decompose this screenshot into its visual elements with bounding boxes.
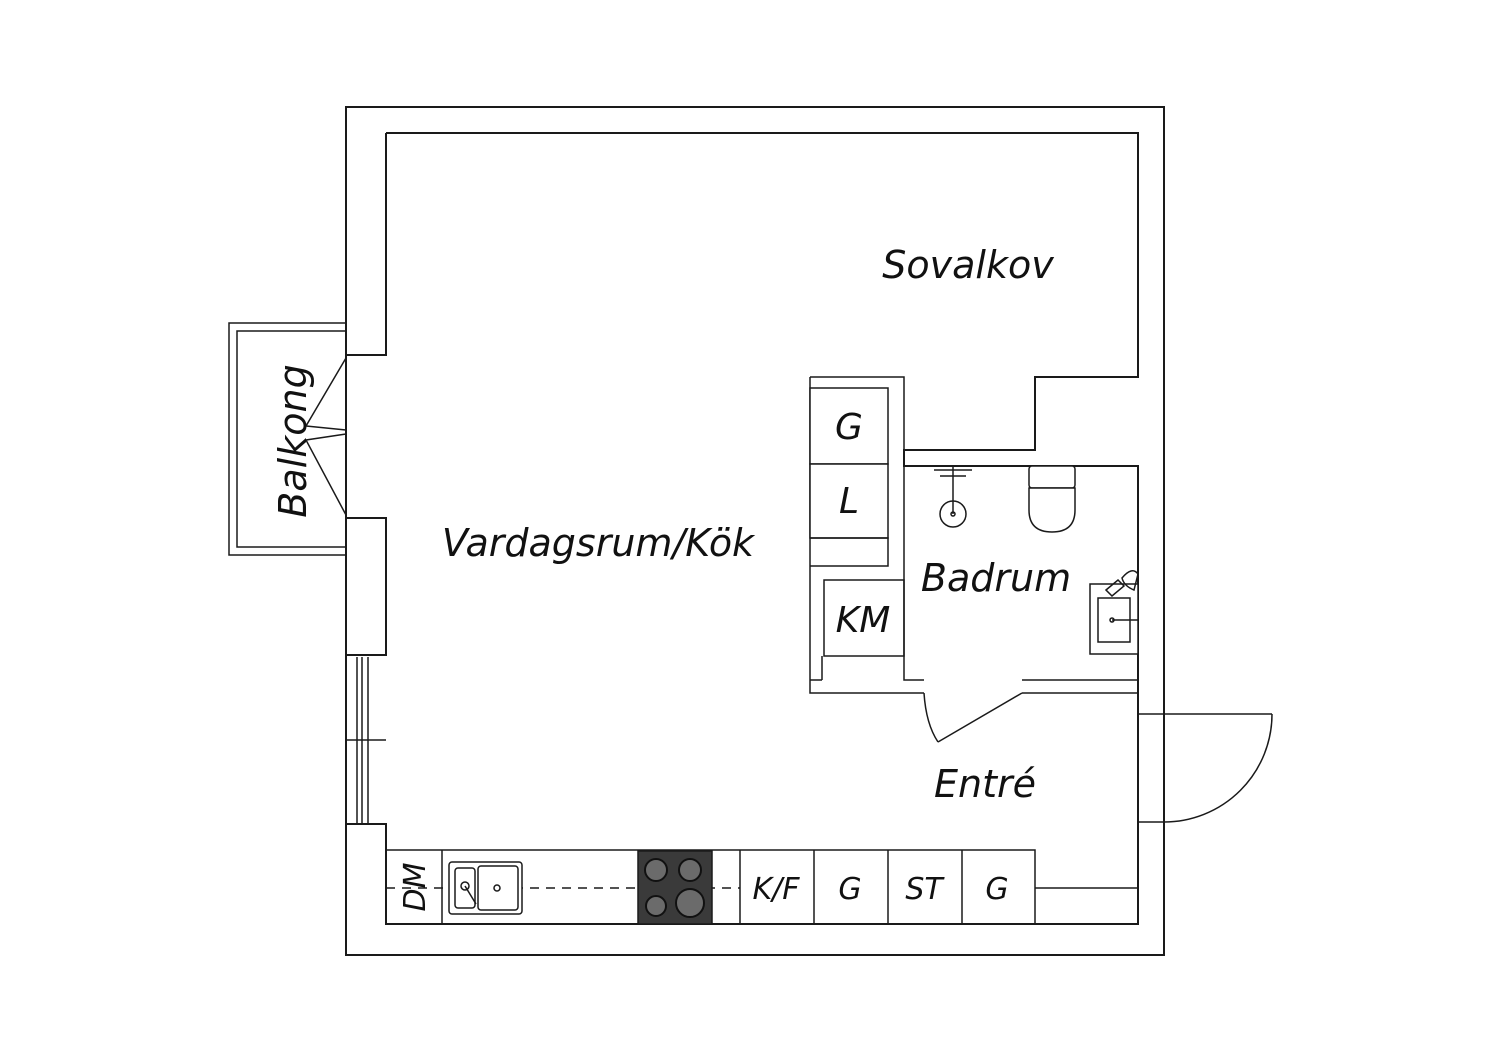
hall-closets bbox=[809, 376, 1138, 694]
kitchen-kf-label: K/F bbox=[752, 872, 800, 907]
closet-l-label: L bbox=[839, 481, 859, 522]
balcony-door-leaf-bottom bbox=[304, 433, 347, 516]
entrance-door-swing bbox=[1163, 713, 1273, 823]
kitchen-dm-label: DM bbox=[398, 862, 433, 911]
hob-icon bbox=[637, 850, 713, 925]
closet-g[interactable] bbox=[809, 387, 889, 465]
bathroom-door-swing bbox=[923, 692, 939, 743]
kitchen-st-label: ST bbox=[905, 872, 945, 907]
balcony-door-leaf-top bbox=[304, 357, 347, 431]
closet-shelf bbox=[810, 537, 889, 567]
bathroom-door-leaf bbox=[937, 692, 1023, 743]
closet-km-label: KM bbox=[836, 600, 891, 641]
closet-g-label: G bbox=[835, 407, 863, 448]
balcony bbox=[228, 322, 347, 556]
room-label-entre: Entré bbox=[934, 762, 1036, 806]
outer-wall bbox=[345, 106, 1165, 956]
kitchen-counter bbox=[386, 849, 1138, 924]
shower-head-icon bbox=[939, 500, 967, 528]
kitchen-g1-label: G bbox=[838, 872, 861, 907]
room-label-badrum: Badrum bbox=[921, 556, 1071, 600]
bathroom-wall bbox=[810, 466, 1138, 681]
room-label-balkong: Balkong bbox=[271, 364, 315, 517]
balcony-door[interactable] bbox=[304, 357, 347, 516]
entrance-door[interactable] bbox=[1137, 694, 1273, 823]
toilet-icon bbox=[1028, 465, 1076, 533]
window bbox=[346, 657, 386, 824]
sink-icon bbox=[448, 861, 523, 915]
bathroom-door[interactable] bbox=[923, 692, 1023, 743]
inner-wall bbox=[346, 132, 1139, 925]
washbasin-icon bbox=[1089, 570, 1139, 655]
balcony-inner bbox=[236, 330, 347, 548]
shower bbox=[934, 466, 972, 528]
kitchen-g2-label: G bbox=[985, 872, 1008, 907]
room-label-sovalkov: Sovalkov bbox=[882, 243, 1054, 287]
room-label-living-kitchen: Vardagsrum/Kök bbox=[442, 521, 756, 565]
closet-l[interactable] bbox=[809, 463, 889, 539]
